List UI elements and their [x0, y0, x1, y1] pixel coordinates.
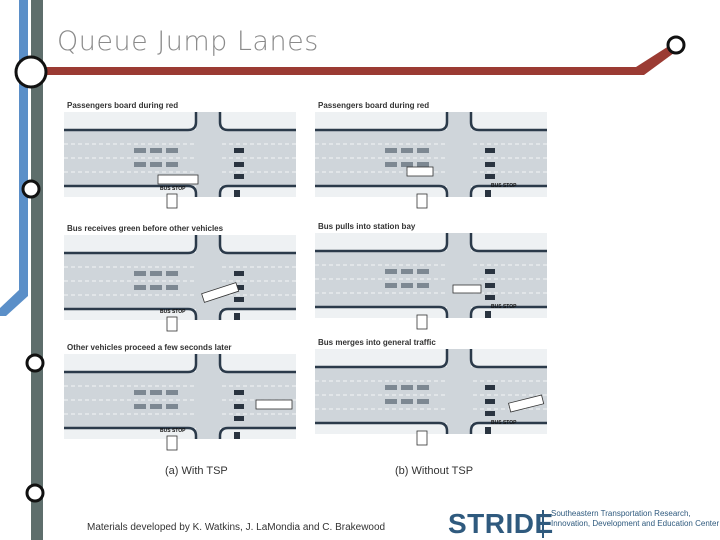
- caption-without-tsp: (b) Without TSP: [395, 465, 474, 477]
- turn-arrow-sign: [166, 435, 178, 451]
- stride-logo: STRIDE Southeastern Transportation Resea…: [448, 508, 720, 540]
- turn-arrow-sign: [166, 193, 178, 209]
- logo-wordmark: STRIDE: [448, 508, 554, 539]
- bus: [255, 399, 293, 410]
- red-line-bend: [636, 44, 678, 75]
- intersection-diagram-a2: BUS STOP: [64, 235, 296, 332]
- blue-line-bend: [0, 290, 28, 316]
- vertical-blue-line: [19, 0, 28, 290]
- slide-title: Queue Jump Lanes: [57, 26, 319, 57]
- logo-subtitle: Southeastern Transportation Research, In…: [551, 509, 719, 529]
- bus-stop-sign: BUS STOP: [491, 420, 517, 426]
- intersection-diagram-a3: BUS STOP: [64, 354, 296, 451]
- turn-arrow-sign: [416, 193, 428, 209]
- intersection-diagram-a1: BUS STOP: [64, 112, 296, 209]
- intersection-diagram-b1: BUS STOP: [315, 112, 547, 209]
- panel-label-b3: Bus merges into general traffic: [318, 338, 436, 347]
- panel-label-a1: Passengers board during red: [67, 101, 179, 110]
- intersection-diagram-b3: BUS STOP: [315, 349, 547, 446]
- logo-subtitle-line1: Southeastern Transportation Research,: [551, 509, 691, 518]
- turn-arrow-sign: [166, 316, 178, 332]
- node-circle: [21, 179, 41, 199]
- logo-subtitle-line2: Innovation, Development and Education Ce…: [551, 519, 720, 528]
- horizontal-red-line: [40, 67, 640, 75]
- bus-stop-sign: BUS STOP: [491, 183, 517, 189]
- bus: [406, 166, 434, 177]
- turn-arrow-sign: [416, 314, 428, 330]
- node-circle: [25, 353, 45, 373]
- bus-stop-sign: BUS STOP: [160, 309, 186, 315]
- credits-footer: Materials developed by K. Watkins, J. La…: [87, 522, 386, 533]
- vertical-gray-line: [31, 0, 43, 540]
- bus: [157, 174, 199, 185]
- node-circle: [666, 35, 686, 55]
- node-circle: [25, 483, 45, 503]
- panel-label-b1: Passengers board during red: [318, 101, 430, 110]
- caption-with-tsp: (a) With TSP: [165, 465, 228, 477]
- bus: [452, 284, 482, 294]
- logo-divider: [542, 510, 544, 538]
- intersection-diagram-b2: BUS STOP: [315, 233, 547, 330]
- bus: [508, 394, 545, 413]
- panel-label-a3: Other vehicles proceed a few seconds lat…: [67, 343, 232, 352]
- panel-label-b2: Bus pulls into station bay: [318, 222, 416, 231]
- bus-stop-sign: BUS STOP: [160, 428, 186, 434]
- bus-stop-sign: BUS STOP: [491, 304, 517, 310]
- panel-label-a2: Bus receives green before other vehicles: [67, 224, 224, 233]
- bus: [201, 282, 240, 303]
- turn-arrow-sign: [416, 430, 428, 446]
- node-circle-large: [14, 55, 48, 89]
- bus-stop-sign: BUS STOP: [160, 186, 186, 192]
